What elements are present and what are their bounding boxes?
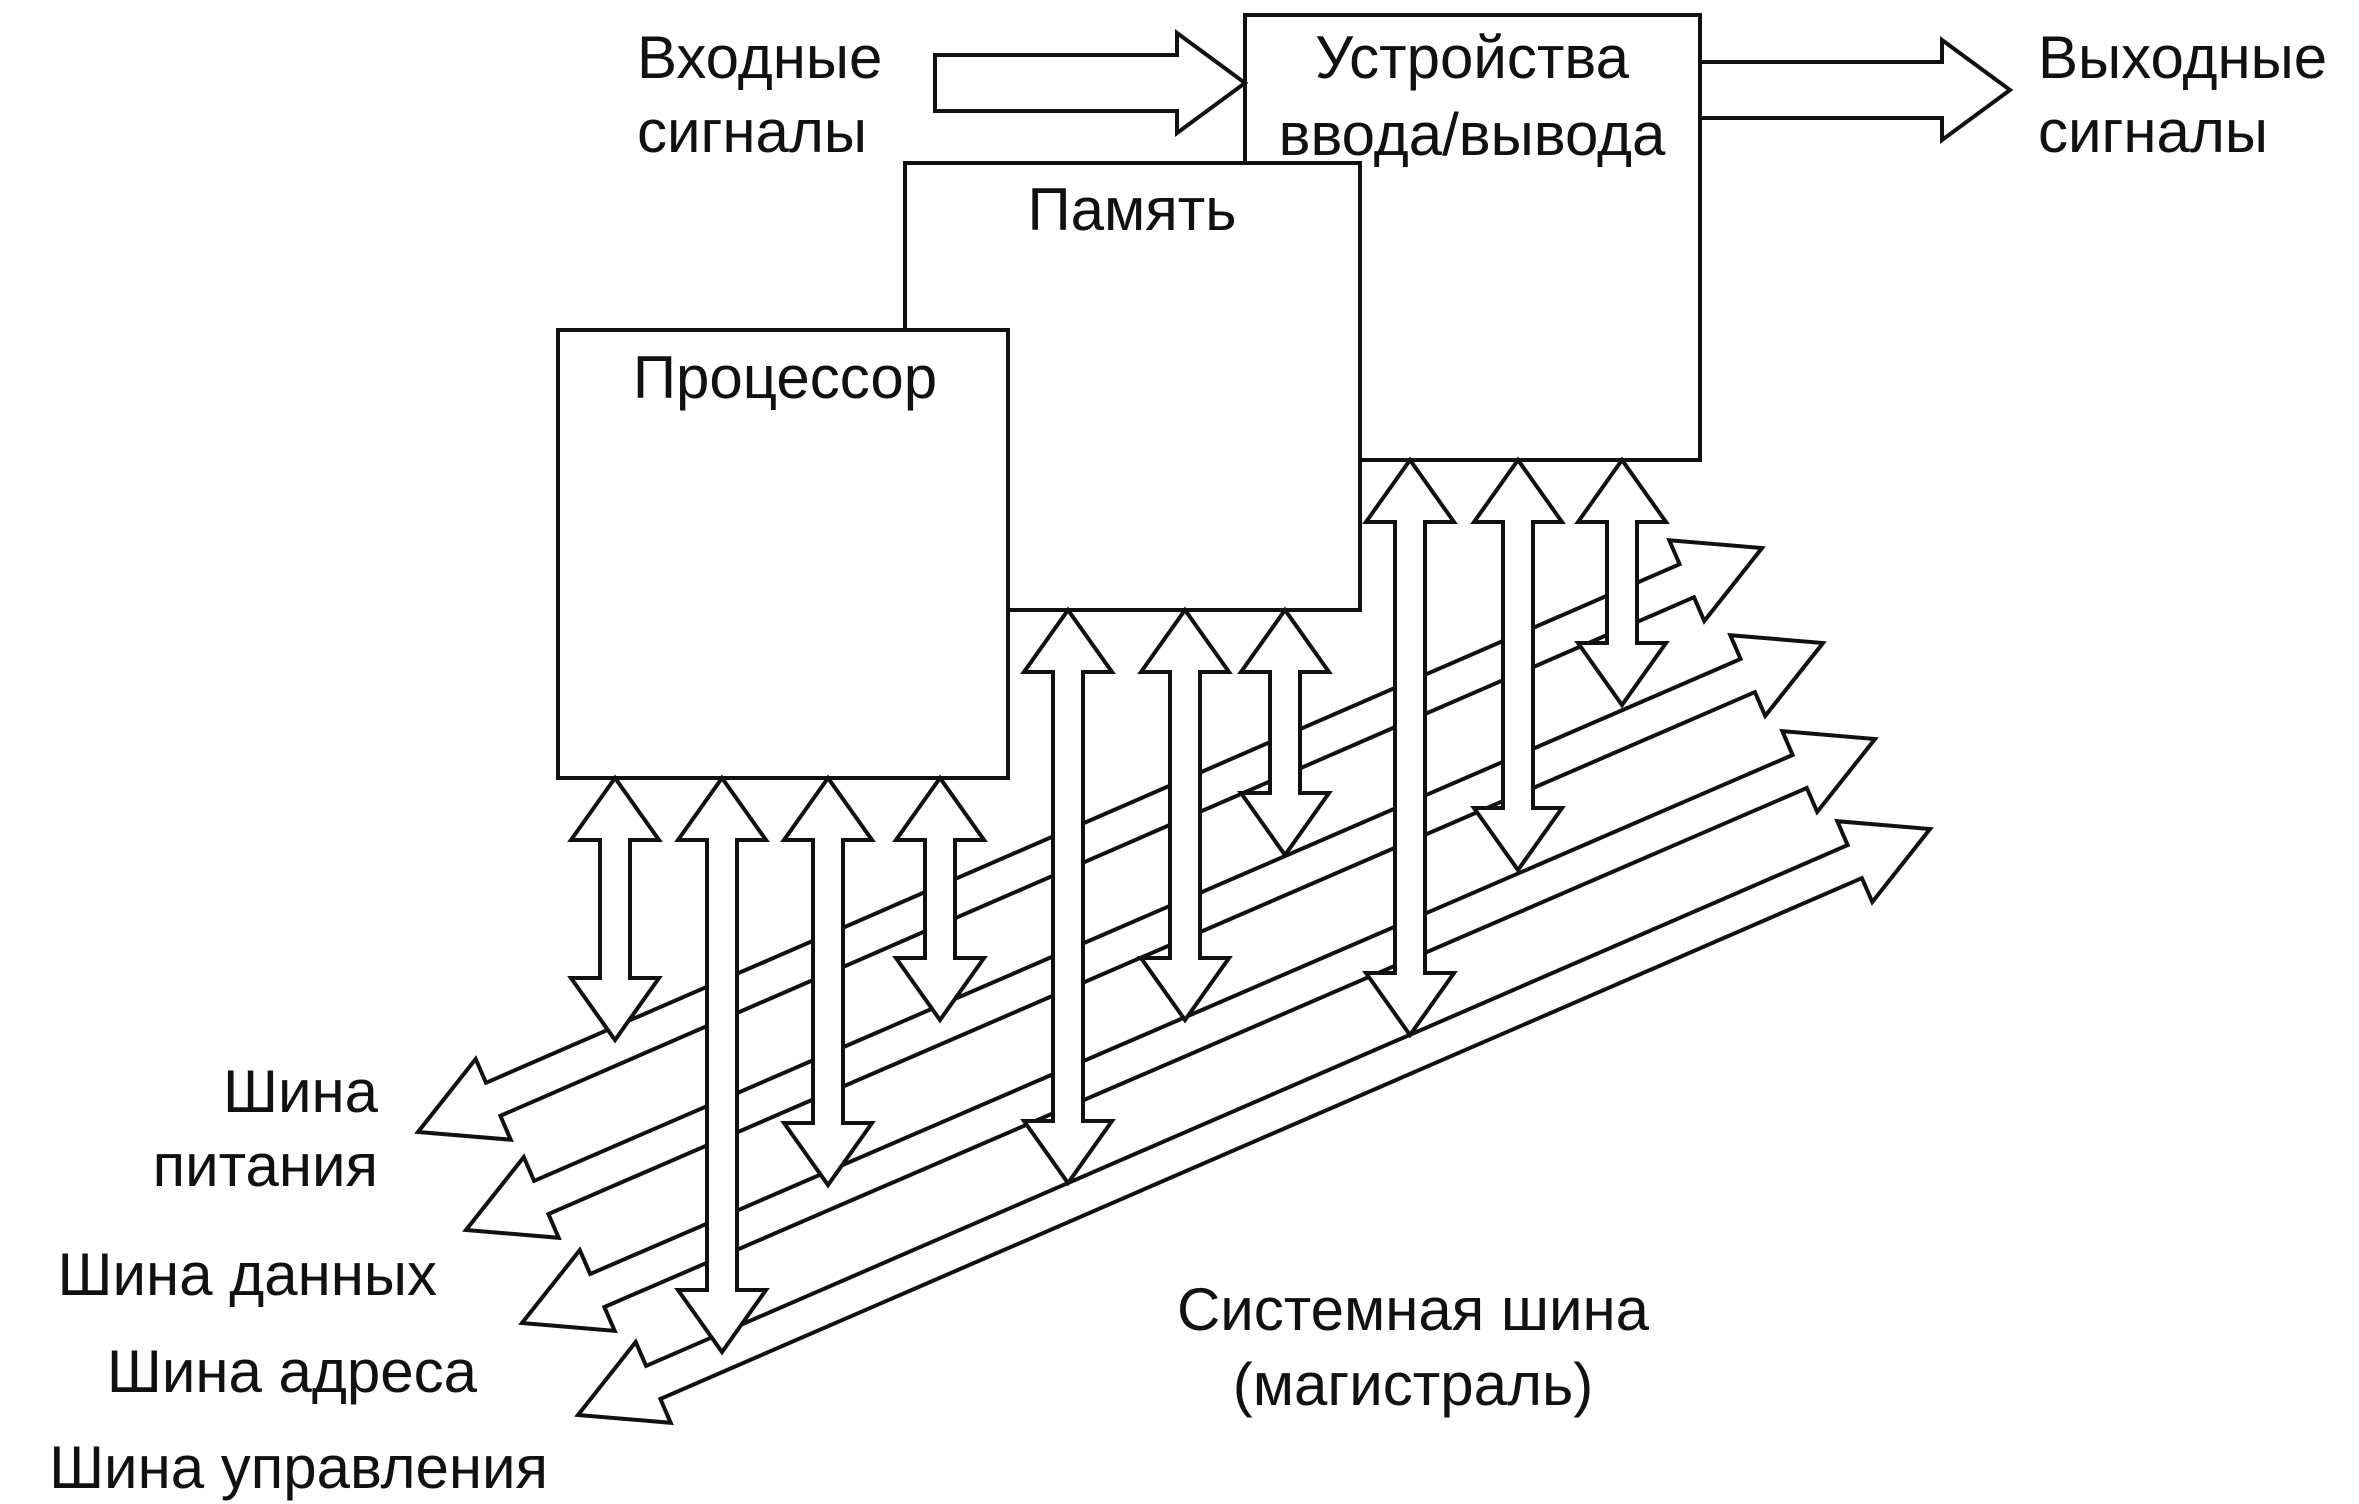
- power-bus-label-line1: Шина: [223, 1058, 379, 1125]
- processor-block: [556, 328, 1010, 780]
- memory-data-connector: [1137, 606, 1233, 1024]
- power-bus-label-line2: питания: [153, 1132, 378, 1199]
- output-signals-label-line1: Выходные: [2038, 24, 2327, 91]
- io-control-connector: [1362, 456, 1458, 1039]
- output-signal-arrow: [1698, 36, 2014, 144]
- system-bus-label-line1: Системная шина: [1177, 1276, 1650, 1343]
- memory-power-connector: [1020, 606, 1116, 1187]
- processor-control-connector: [892, 774, 988, 1024]
- processor-address-connector: [780, 774, 876, 1189]
- processor-power-connector: [567, 774, 663, 1044]
- control-bus-arrow: [574, 818, 1934, 1426]
- address-bus-label: Шина адреса: [107, 1338, 478, 1405]
- memory-address-connector: [1237, 606, 1333, 859]
- signal-arrows: [933, 29, 2014, 144]
- input-signals-label-line2: сигналы: [637, 98, 867, 165]
- processor-data-connector: [674, 774, 770, 1356]
- data-bus-arrow: [462, 632, 1827, 1241]
- data-bus-label: Шина данных: [58, 1241, 437, 1308]
- processor-label: Процессор: [633, 344, 937, 411]
- io-address-connector: [1470, 456, 1566, 874]
- input-signals-label-line1: Входные: [637, 24, 882, 91]
- input-signal-arrow: [933, 29, 1249, 137]
- address-bus-arrow: [518, 728, 1879, 1334]
- output-signals-label-line2: сигналы: [2038, 98, 2268, 165]
- io-devices-label-line2: ввода/вывода: [1279, 101, 1666, 168]
- memory-label: Память: [1028, 176, 1237, 243]
- io-devices-label-line1: Устройства: [1315, 24, 1630, 91]
- control-bus-label: Шина управления: [49, 1434, 548, 1501]
- system-bus-label-line2: (магистраль): [1233, 1351, 1593, 1418]
- bus-connectors: [567, 456, 1670, 1356]
- io-data-connector: [1574, 456, 1670, 709]
